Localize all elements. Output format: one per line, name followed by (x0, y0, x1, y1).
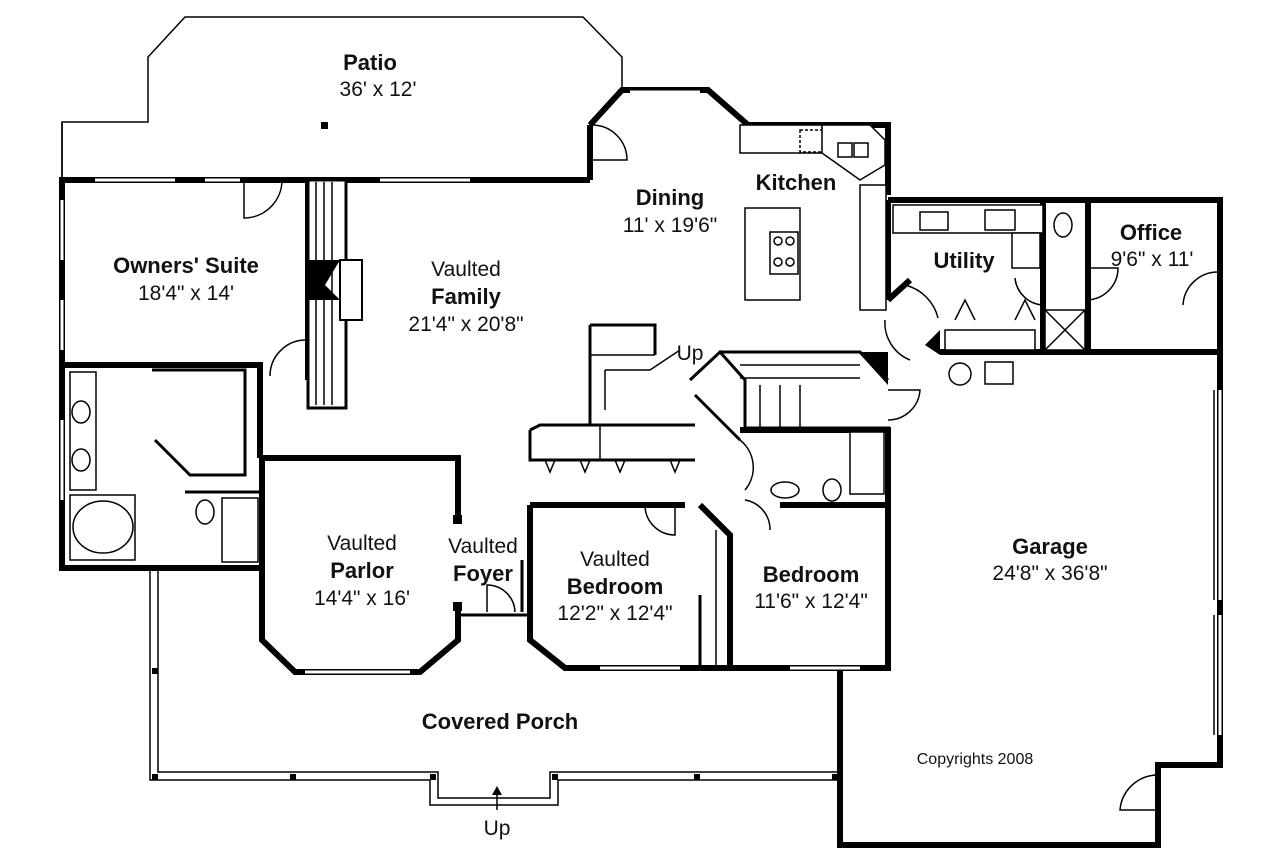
family-name: Family (431, 284, 501, 309)
bedroom2-size: 12'2" x 12'4" (557, 602, 672, 625)
hall-bath (739, 427, 891, 505)
patio-size: 36' x 12' (340, 78, 417, 101)
stair-up-label: Up (677, 342, 704, 365)
bedroom2-name: Bedroom (567, 574, 664, 599)
bedroom2-prefix: Vaulted (580, 548, 650, 571)
patio-name: Patio (343, 50, 397, 75)
stairs (588, 323, 890, 442)
owners-suite-size: 18'4" x 14' (138, 282, 234, 305)
porch-name: Covered Porch (422, 709, 579, 734)
garage-details (885, 389, 1159, 811)
parlor-name: Parlor (330, 558, 394, 583)
owners-suite-walls (62, 179, 311, 568)
dining-size: 11' x 19'6" (623, 214, 717, 237)
windows (60, 90, 1222, 735)
kitchen-fixtures (591, 124, 887, 311)
foyer-prefix: Vaulted (448, 535, 518, 558)
kitchen-name: Kitchen (756, 170, 837, 195)
hall-closets (528, 423, 695, 474)
utility-office-walls (884, 200, 1220, 386)
family-prefix: Vaulted (431, 258, 501, 281)
entry-up-label: Up (484, 817, 511, 840)
bedroom3-size: 11'6" x 12'4" (754, 590, 868, 613)
garage-name: Garage (1012, 534, 1088, 559)
bedroom3-name: Bedroom (763, 562, 860, 587)
parlor-walls (259, 455, 462, 675)
owners-suite-name: Owners' Suite (113, 253, 259, 278)
dining-name: Dining (636, 185, 704, 210)
utility-name: Utility (933, 248, 995, 273)
fireplace (269, 178, 363, 410)
foyer-name: Foyer (453, 561, 513, 586)
parlor-prefix: Vaulted (327, 532, 397, 555)
parlor-size: 14'4" x 16' (314, 587, 410, 610)
garage-size: 24'8" x 36'8" (992, 562, 1107, 585)
office-size: 9'6" x 11' (1111, 248, 1194, 271)
family-size: 21'4" x 20'8" (408, 313, 523, 336)
covered-porch (149, 568, 840, 810)
office-name: Office (1120, 220, 1182, 245)
copyright-note: Copyrights 2008 (917, 751, 1034, 768)
foyer-walls (458, 560, 530, 617)
